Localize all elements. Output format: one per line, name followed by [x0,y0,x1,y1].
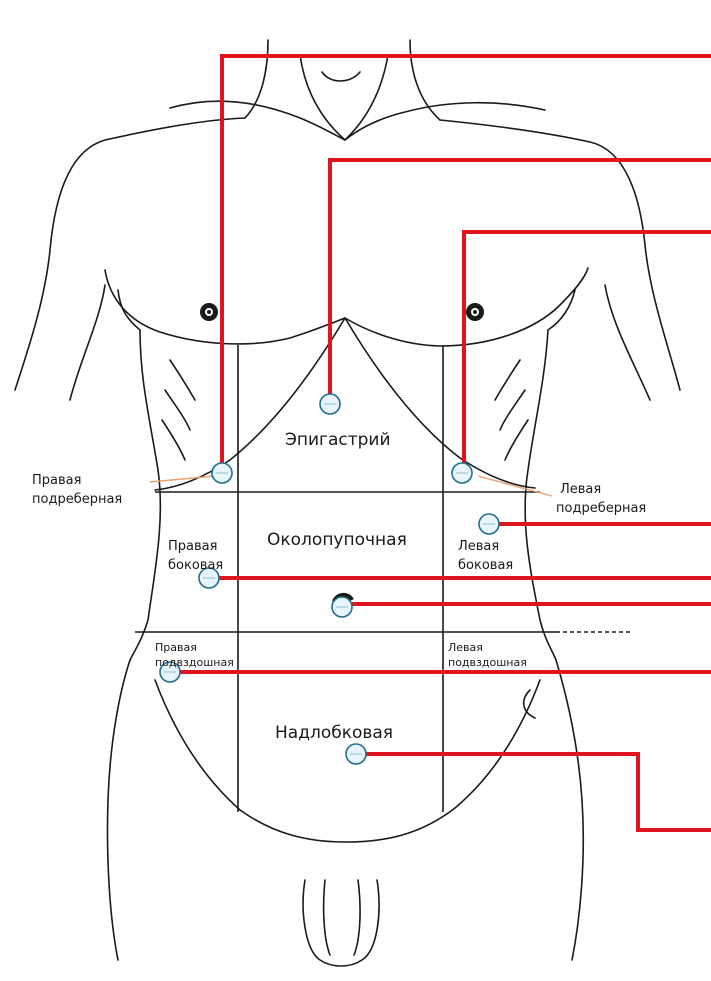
serratus-right-1 [495,360,520,400]
torso-left-side [130,330,160,660]
landmarks [200,303,484,602]
label-right-hypochondriac-line2: подреберная [32,492,122,507]
nipple-icon [200,303,218,321]
inguinal-left [155,680,345,842]
leader-epigastric [330,160,711,400]
label-right-iliac-line2: подвздошная [155,656,234,669]
serratus-left-1 [170,360,195,400]
label-pointers [150,476,552,496]
left-shoulder-arm [15,118,245,390]
label-left-hypochondriac-line2: подреберная [556,501,646,516]
collarbone-right [345,103,545,140]
hip-left [107,660,130,960]
pointer-left-hypochondriac [478,476,552,496]
label-umbilical: Околопупочная [267,530,407,550]
label-left-hypochondriac-line1: Левая [560,482,601,497]
label-right-lumbar-line2: боковая [168,558,223,573]
label-right-hypochondriac-line1: Правая [32,473,81,488]
hip-right [556,660,583,960]
right-inner-arm [605,285,650,400]
left-inner-arm [70,285,105,400]
serratus-left-3 [162,420,185,460]
label-right-iliac-line1: Правая [155,641,197,654]
serratus-left-2 [165,390,190,430]
label-left-iliac-line2: подвздошная [448,656,527,669]
label-right-lumbar-line1: Правая [168,539,217,554]
torso-right-side [525,330,556,660]
throat [322,72,360,81]
serratus-right-3 [505,420,528,460]
leader-right-hypochondriac [222,56,711,470]
nipple-icon [466,303,484,321]
left-pectoral [105,270,345,344]
region-labels: Эпигастрий Правая подреберная Левая подр… [32,430,646,743]
leader-lines [170,56,711,830]
right-pectoral [345,268,588,346]
neck-muscle-left [300,55,345,140]
costal-margin-right [345,318,535,488]
genital-inner-left [324,880,330,955]
left-armpit [118,290,140,330]
label-hypogastric: Надлобковая [275,723,393,743]
label-left-lumbar-line1: Левая [458,539,499,554]
serratus-right-2 [500,390,525,430]
collarbone-left [170,101,345,140]
label-epigastric: Эпигастрий [285,430,391,450]
leader-hypogastric [356,754,711,830]
genital-inner-right [354,880,360,955]
right-armpit [548,290,575,330]
label-left-lumbar-line2: боковая [458,558,513,573]
label-left-iliac-line1: Левая [448,641,483,654]
neck-muscle-right [345,55,388,140]
genital-outline [303,880,379,966]
